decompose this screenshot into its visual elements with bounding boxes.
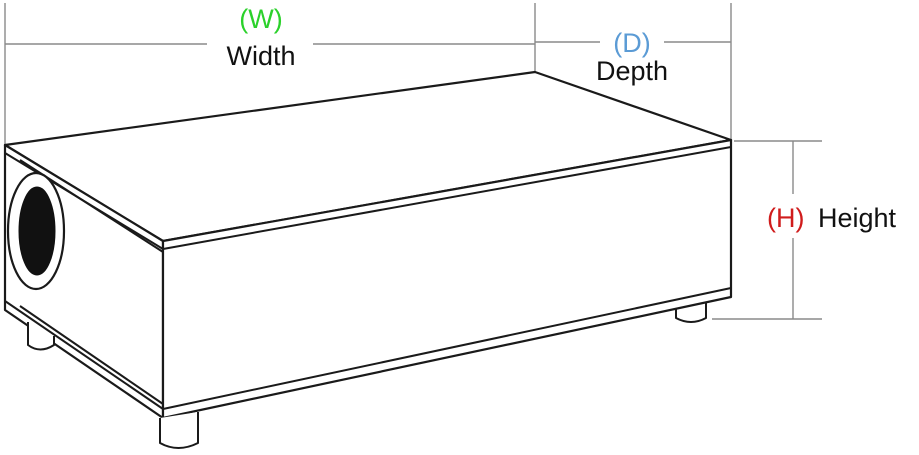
top-panel-edge-front bbox=[162, 146, 732, 250]
height-label-group: (H) Height bbox=[767, 203, 897, 233]
width-code-label: (W) bbox=[239, 4, 282, 34]
height-code-label: (H) bbox=[767, 203, 804, 233]
back-right-foot bbox=[675, 300, 707, 323]
depth-dimension: (D) Depth bbox=[535, 3, 732, 140]
width-label: Width bbox=[226, 41, 295, 71]
subwoofer-cabinet bbox=[3, 70, 733, 449]
depth-label: Depth bbox=[596, 56, 668, 86]
bottom-panel-edge-side bbox=[4, 300, 164, 410]
side-panel-inner-bottom bbox=[19, 305, 164, 405]
driver-cone bbox=[18, 186, 56, 276]
height-dimension: (H) Height bbox=[712, 140, 897, 320]
bottom-panel-edge-front bbox=[162, 287, 732, 410]
width-dimension: (W) Width bbox=[4, 3, 536, 145]
front-left-foot bbox=[27, 322, 55, 351]
height-label: Height bbox=[818, 203, 897, 233]
front-right-foot bbox=[159, 412, 199, 449]
depth-code-label: (D) bbox=[613, 28, 650, 58]
